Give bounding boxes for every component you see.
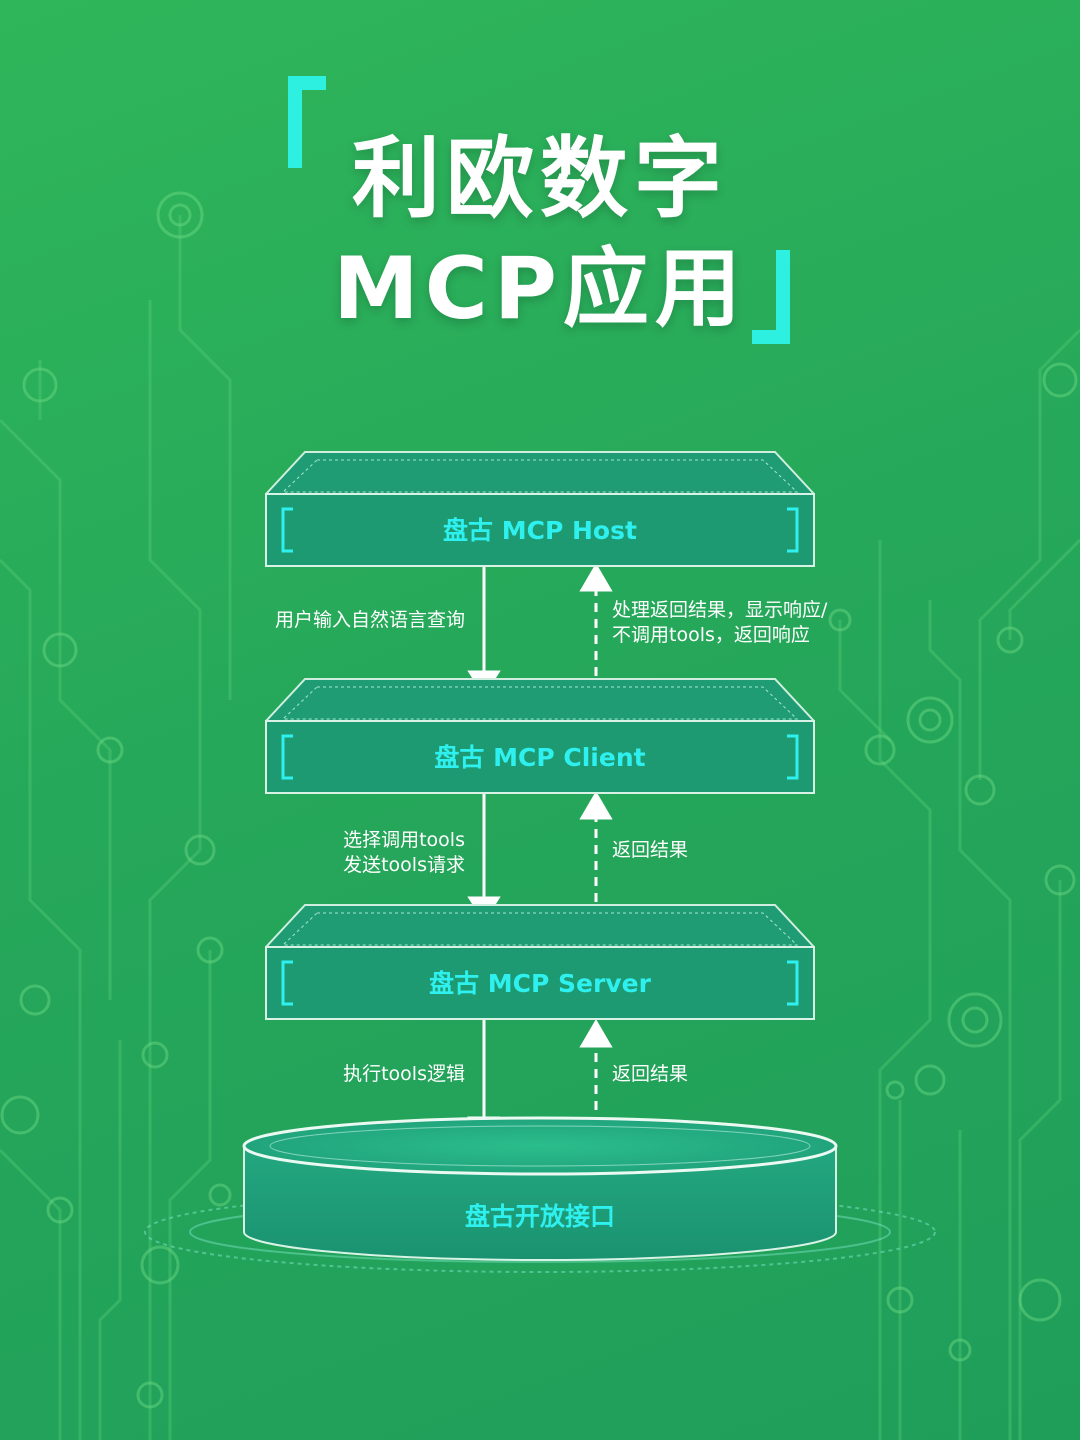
title-block: 利欧数字 MCP应用: [0, 0, 1080, 360]
flow-label-line: 发送tools请求: [343, 854, 465, 876]
layer-box-host: 盘古 MCP Host: [265, 451, 815, 567]
layer-label-client: 盘古 MCP Client: [434, 743, 646, 772]
page-title-line1: 利欧数字: [351, 127, 728, 230]
flow-label-line: 不调用tools，返回响应: [612, 624, 810, 646]
flow-label-client-to-server: 选择调用tools 发送tools请求: [343, 828, 465, 878]
flow-label-line: 返回结果: [612, 1063, 689, 1085]
flow-label-line: 返回结果: [612, 839, 689, 861]
layer-label-server: 盘古 MCP Server: [429, 969, 651, 998]
flow-label-line: 用户输入自然语言查询: [274, 609, 465, 631]
flow-label-host-to-client: 用户输入自然语言查询: [275, 608, 465, 633]
flow-label-line: 处理返回结果，显示响应/: [612, 599, 828, 621]
flow-label-client-to-host: 处理返回结果，显示响应/ 不调用tools，返回响应: [612, 598, 827, 648]
layer-box-server: 盘古 MCP Server: [265, 904, 815, 1020]
flow-label-server-to-platform: 执行tools逻辑: [343, 1062, 465, 1087]
flow-label-platform-to-server: 返回结果: [612, 1062, 688, 1087]
layer-box-client: 盘古 MCP Client: [265, 678, 815, 794]
layer-label-host: 盘古 MCP Host: [443, 516, 637, 545]
platform-label: 盘古开放接口: [464, 1202, 615, 1231]
title-bracket-close: [752, 250, 790, 344]
title-bracket-open: [288, 76, 326, 168]
flow-label-server-to-client: 返回结果: [612, 838, 688, 863]
flow-label-line: 执行tools逻辑: [343, 1063, 465, 1085]
flow-label-line: 选择调用tools: [343, 829, 465, 851]
page-title-line2: MCP应用: [333, 239, 747, 339]
